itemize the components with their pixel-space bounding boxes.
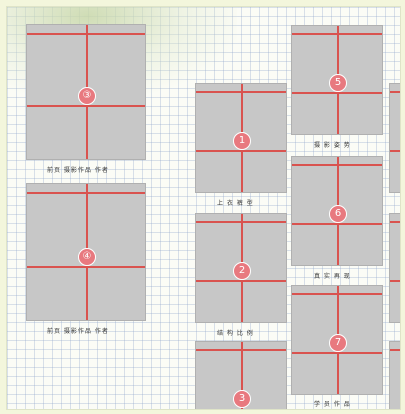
panel-number-badge: ③ [78,87,96,105]
layout-panel-edge-3[interactable] [389,341,401,410]
layout-panel-5[interactable]: 5 [291,25,383,135]
horizontal-guide [390,280,401,282]
layout-panel-3b[interactable]: 3 [195,341,287,410]
panel-number-badge: ④ [78,248,96,266]
panel-caption: 摄 影 姿 势 [314,140,351,149]
horizontal-guide [390,150,401,152]
horizontal-guide [390,91,401,93]
panel-number-badge: 3 [233,390,251,408]
horizontal-guide [390,221,401,223]
layout-panel-3[interactable]: ③ [26,24,146,160]
panel-number-badge: 2 [233,262,251,280]
panel-number-badge: 5 [329,74,347,92]
layout-panel-6[interactable]: 6 [291,156,383,266]
panel-caption: 前页 摄影作品 作者 [47,165,109,174]
panel-caption: 结 构 比 例 [217,328,254,337]
panel-number-badge: 6 [329,205,347,223]
layout-panel-2[interactable]: 2 [195,213,287,323]
layout-panel-7[interactable]: 7 [291,285,383,395]
panel-number-badge: 1 [233,132,251,150]
horizontal-guide [390,349,401,351]
panel-caption: 学 员 作 品 [314,399,351,408]
panel-caption: 上 衣 裤 型 [217,198,254,207]
layout-panel-edge-1[interactable] [389,83,401,193]
layout-panel-edge-2[interactable] [389,213,401,323]
layout-panel-4[interactable]: ④ [26,183,146,321]
panel-caption: 真 实 再 现 [314,271,351,280]
panel-number-badge: 7 [329,334,347,352]
grid-canvas: ③ 前页 摄影作品 作者 ④ 前页 摄影作品 作者 1 上 衣 裤 型 2 结 … [6,6,401,410]
layout-panel-1[interactable]: 1 [195,83,287,193]
panel-caption: 前页 摄影作品 作者 [47,326,109,335]
